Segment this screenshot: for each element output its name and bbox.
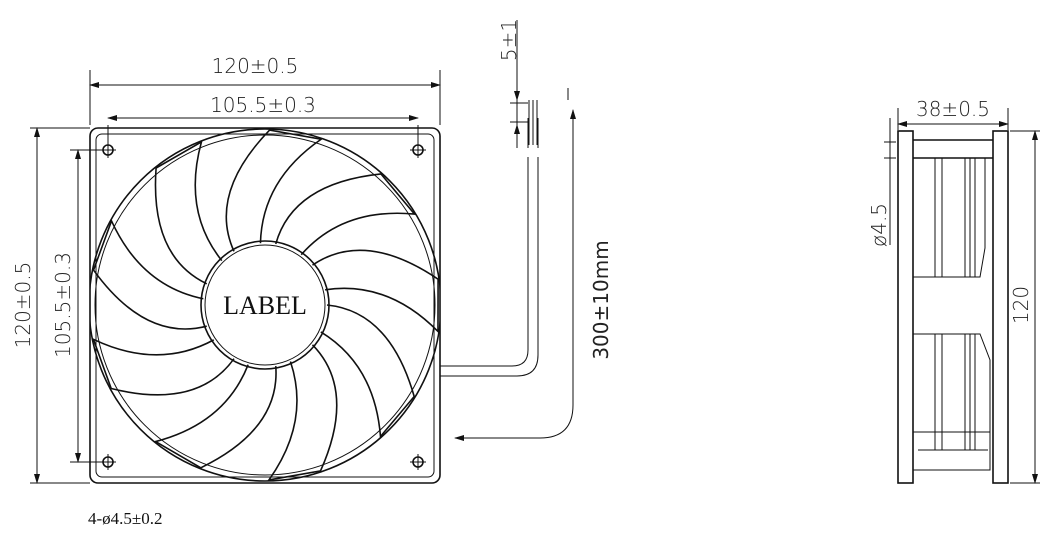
hole-note: 4-ø4.5±0.2 (88, 509, 163, 528)
depth-dim: 38±0.5 (916, 97, 990, 121)
fan-blade (320, 304, 416, 439)
fan-blade (153, 364, 277, 469)
side-hole-dim: ø4.5 (867, 203, 891, 247)
fan-blades (91, 129, 439, 482)
dimension-lines (30, 70, 441, 484)
hub-label: LABEL (223, 291, 307, 320)
hole-icon (410, 454, 426, 470)
fan-blade (154, 140, 223, 285)
width-dim: 120±0.5 (212, 54, 299, 78)
height-dim: 120±0.5 (11, 262, 35, 349)
fan-blade (92, 218, 207, 330)
fan-blade (91, 337, 235, 396)
hole-spacing-vertical-dim: 105.5±0.3 (51, 252, 75, 358)
strip-length-dim: 5±1 (497, 19, 521, 61)
fan-blade (274, 173, 417, 256)
side-view (884, 108, 1040, 484)
lead-wire (440, 20, 576, 441)
fan-blade (267, 344, 338, 482)
side-height-dim: 120 (1009, 286, 1033, 324)
wire-length-dim: 300±10mm (589, 240, 613, 359)
fan-blade (225, 129, 324, 252)
fan-blade (312, 249, 439, 334)
hole-spacing-dim: 105.5±0.3 (210, 93, 316, 117)
hub (200, 240, 330, 370)
